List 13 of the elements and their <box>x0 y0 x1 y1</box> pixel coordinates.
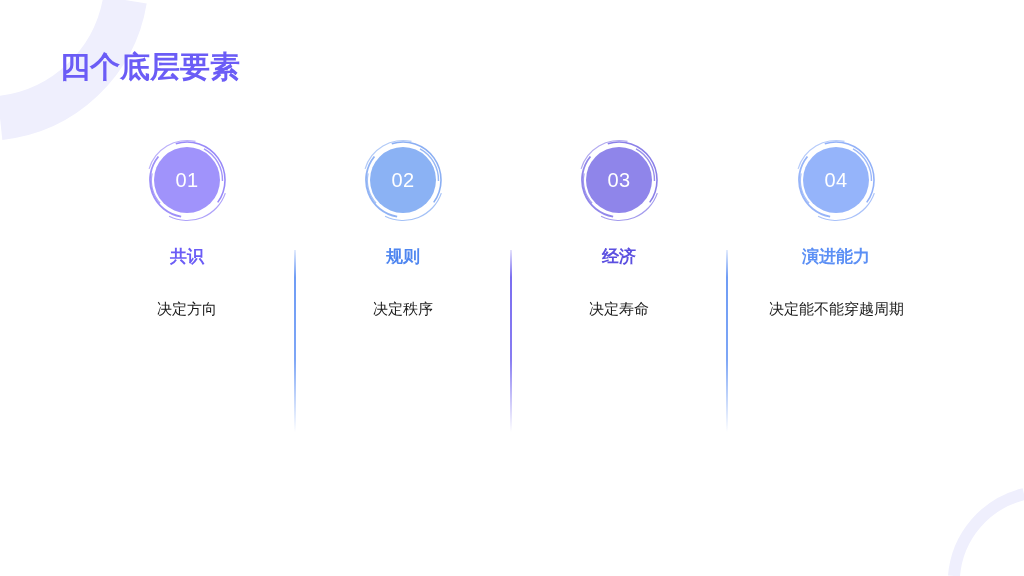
step-number: 04 <box>824 168 848 192</box>
step-number: 03 <box>607 168 631 192</box>
step-number: 01 <box>175 168 199 192</box>
step-description: 决定秩序 <box>372 299 434 319</box>
step-heading: 经济 <box>601 246 637 268</box>
step-heading: 演进能力 <box>801 246 871 268</box>
step-number: 02 <box>391 168 415 192</box>
step-description: 决定能不能穿越周期 <box>767 299 905 319</box>
step-description: 决定寿命 <box>588 299 650 319</box>
slide-title: 四个底层要素 <box>60 49 240 85</box>
step-heading: 共识 <box>169 246 206 268</box>
step-description: 决定方向 <box>156 299 218 319</box>
step-heading: 规则 <box>385 246 421 268</box>
